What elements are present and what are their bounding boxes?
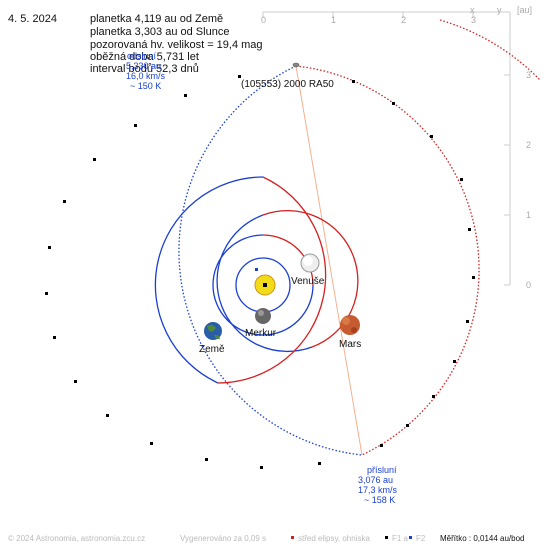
axis-y-label: y xyxy=(497,5,502,15)
earth-orbit-blue xyxy=(216,214,313,353)
footer-legend-f1: F1 a xyxy=(392,534,409,543)
axis-y-tick-2: 2 xyxy=(526,140,531,150)
mars-label: Mars xyxy=(339,339,361,350)
info-line-distance-sun: planetka 3,303 au od Slunce xyxy=(90,26,229,38)
footer-legend-center: střed elipsy, ohniska xyxy=(298,534,370,543)
legend-f2-marker xyxy=(409,536,412,539)
footer-generated: Vygenerováno za 0,09 s xyxy=(180,534,266,543)
asteroid-name: (105553) 2000 RA50 xyxy=(241,79,334,90)
footer-copyright: © 2024 Astronomia, astronomia.zcu.cz xyxy=(8,534,145,543)
orbit-point-markers xyxy=(45,75,475,469)
axis-x-tick-3: 3 xyxy=(471,15,476,25)
perihelion-temp: ~ 158 K xyxy=(364,495,395,505)
axis-y-tick-0: 0 xyxy=(526,280,531,290)
asteroid-orbit xyxy=(178,19,541,456)
footer-legend-f2: F2 xyxy=(416,534,426,543)
perihelion-title: přísluní xyxy=(367,465,397,475)
mars-planet xyxy=(340,315,360,335)
perihelion-speed: 17,3 km/s xyxy=(358,485,398,495)
aphelion-speed: 16,0 km/s xyxy=(126,71,166,81)
earth-label: Země xyxy=(199,344,225,355)
aphelion-temp: ~ 150 K xyxy=(130,81,161,91)
axis-y-tick-3: 3 xyxy=(526,70,531,80)
date-label: 4. 5. 2024 xyxy=(8,13,57,25)
asteroid xyxy=(292,62,300,68)
aphelion-title: odsluní xyxy=(127,51,157,61)
mars-orbit-blue xyxy=(154,176,264,384)
asteroid-orbit-blue xyxy=(178,65,363,456)
footer-scale: Měřítko : 0,0144 au/bod xyxy=(440,534,525,543)
axis-x-tick-0: 0 xyxy=(261,15,266,25)
info-line-magnitude: pozorovaná hv. velikost = 19,4 mag xyxy=(90,39,263,51)
axis-y-tick-1: 1 xyxy=(526,210,531,220)
axis-x-label: x xyxy=(470,5,475,15)
asteroid-orbit-red xyxy=(295,65,480,456)
axis-x-tick-2: 2 xyxy=(401,15,406,25)
asteroid-orbit-outer xyxy=(439,19,541,81)
axis-unit: [au] xyxy=(517,5,532,15)
mars-orbit-red xyxy=(217,176,327,384)
earth-planet xyxy=(204,322,222,340)
legend-center-marker xyxy=(291,536,294,539)
earth-orbit-red xyxy=(262,209,359,348)
venus-label: Venuše xyxy=(291,276,325,287)
apse-line xyxy=(295,65,363,456)
venus-orbit-red xyxy=(262,234,314,286)
info-line-distance-earth: planetka 4,119 au od Země xyxy=(90,13,223,25)
venus-orbit-blue xyxy=(212,234,314,336)
planet-orbits xyxy=(154,176,359,384)
axis-x-tick-1: 1 xyxy=(331,15,336,25)
perihelion-distance: 3,076 au xyxy=(358,475,393,485)
info-line-period: oběžná doba 5,731 let xyxy=(90,51,199,63)
axis-frame xyxy=(262,11,511,286)
aphelion-distance: 5,330 au xyxy=(126,61,161,71)
mercury-label: Merkur xyxy=(245,328,277,339)
mercury-planet xyxy=(255,308,271,324)
venus-planet xyxy=(300,253,320,273)
info-line-interval: interval bodů 52,3 dnů xyxy=(90,63,199,75)
sun xyxy=(254,268,276,296)
legend-f1-marker xyxy=(385,536,388,539)
